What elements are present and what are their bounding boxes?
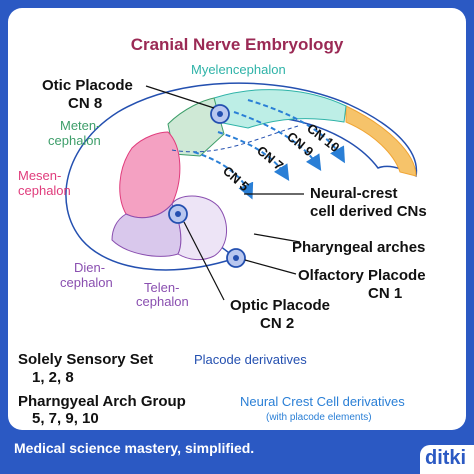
callout-line-pharyngeal bbox=[253, 233, 301, 243]
olfactory-placode-label: Olfactory Placode bbox=[298, 267, 426, 284]
label-diencephalon-line1: Dien- bbox=[74, 260, 105, 275]
arch-group-title: Pharngyeal Arch Group bbox=[18, 393, 186, 410]
diagram-title: Cranial Nerve Embryology bbox=[131, 35, 344, 54]
label-metencephalon-line2: cephalon bbox=[48, 133, 101, 148]
sensory-set-numbers: 1, 2, 8 bbox=[32, 369, 74, 386]
embryology-diagram: Cranial Nerve Embryology CN 10 CN 9 CN 7… bbox=[18, 35, 427, 427]
arch-group-desc: Neural Crest Cell derivatives bbox=[240, 394, 405, 409]
sensory-set-title: Solely Sensory Set bbox=[18, 351, 153, 368]
olfactory-placode-cn: CN 1 bbox=[368, 285, 402, 302]
optic-placode-cn: CN 2 bbox=[260, 315, 294, 332]
arch-group-numbers: 5, 7, 9, 10 bbox=[32, 410, 99, 427]
callout-line-olfactory bbox=[244, 259, 297, 275]
olfactory-placode-marker bbox=[226, 248, 246, 268]
nerve-arrow-cn5 bbox=[193, 151, 254, 200]
neural-crest-label-line2: cell derived CNs bbox=[310, 203, 427, 220]
neural-crest-label-line1: Neural-crest bbox=[310, 185, 398, 202]
callout-line-optic bbox=[183, 221, 225, 301]
footer-tagline: Medical science mastery, simplified. bbox=[14, 440, 255, 456]
label-mesencephalon-line2: cephalon bbox=[18, 183, 71, 198]
label-mesencephalon-line1: Mesen- bbox=[18, 168, 61, 183]
tail-band bbox=[345, 105, 417, 177]
nerve-arrow-cn9 bbox=[233, 111, 322, 172]
otic-placode-label: Otic Placode bbox=[42, 77, 133, 94]
otic-placode-cn: CN 8 bbox=[68, 95, 102, 112]
boundary-dashed bbox=[171, 125, 299, 153]
diagram-card: Cranial Nerve Embryology CN 10 CN 9 CN 7… bbox=[8, 8, 466, 430]
brand-badge[interactable]: ditki bbox=[420, 445, 474, 474]
optic-placode-label: Optic Placode bbox=[230, 297, 330, 314]
arch-group-sub: (with placode elements) bbox=[266, 412, 372, 423]
label-metencephalon-line1: Meten- bbox=[60, 118, 100, 133]
nerve-arrow-cn7 bbox=[217, 131, 290, 182]
label-diencephalon-line2: cephalon bbox=[60, 275, 113, 290]
otic-placode-marker bbox=[210, 104, 230, 124]
optic-placode-marker bbox=[168, 204, 188, 224]
label-telencephalon-line1: Telen- bbox=[144, 280, 179, 295]
nerve-arrow-cn10 bbox=[247, 99, 345, 164]
metencephalon-region bbox=[167, 97, 225, 157]
callout-line-otic bbox=[145, 85, 215, 109]
label-myelencephalon: Myelencephalon bbox=[191, 62, 286, 77]
label-telencephalon-line2: cephalon bbox=[136, 294, 189, 309]
pharyngeal-arches-label: Pharyngeal arches bbox=[292, 239, 425, 256]
brand-logo: ditki bbox=[425, 447, 467, 469]
sensory-set-desc: Placode derivatives bbox=[194, 352, 307, 367]
